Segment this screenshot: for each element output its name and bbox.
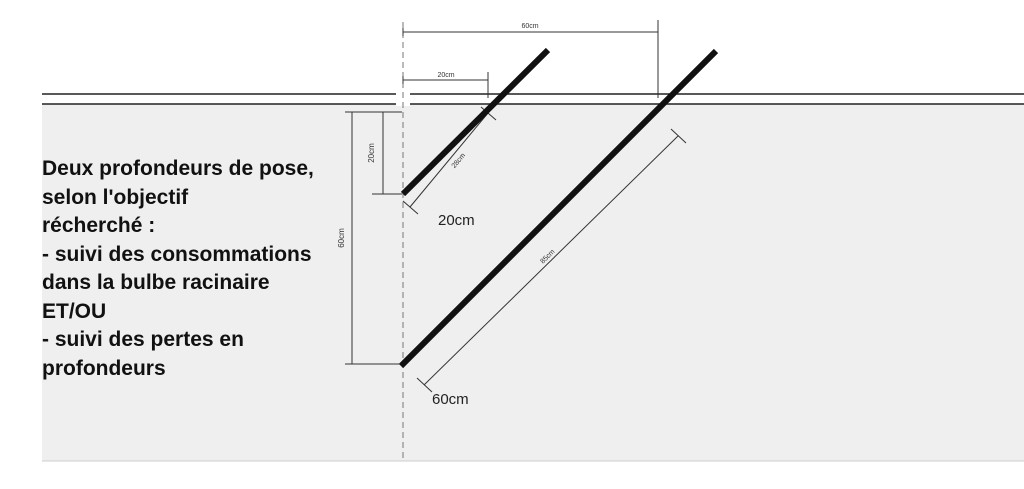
soil-area	[42, 104, 1024, 461]
description-line: - suivi des pertes en	[42, 328, 244, 351]
probe-short	[400, 47, 551, 197]
callout-deep-depth: 60cm	[432, 391, 469, 408]
dim-top-60-label: 60cm	[521, 23, 538, 30]
dim-top-60: 60cm	[402, 20, 659, 98]
description-line: profondeurs	[42, 356, 166, 380]
description-line: Deux profondeurs de pose,	[42, 157, 314, 180]
description-line: dans la bulbe racinaire	[42, 271, 270, 294]
dim-depth-20-label: 20cm	[367, 143, 376, 163]
dim-top-20: 20cm	[402, 72, 489, 98]
callout-shallow-depth: 20cm	[438, 212, 475, 229]
description-text: Deux profondeurs de pose, selon l'object…	[42, 155, 352, 383]
description-line: - suivi des consommations	[42, 242, 312, 266]
probe-long	[398, 48, 719, 369]
dim-depth-60: 60cm	[337, 111, 402, 365]
description-line: récherché :	[42, 214, 156, 237]
surface-gap	[396, 92, 410, 106]
dim-depth-60-label: 60cm	[337, 228, 346, 248]
dim-top-20-label: 20cm	[437, 72, 454, 79]
description-line: ET/OU	[42, 299, 107, 323]
description-line: selon l'objectif	[42, 185, 189, 209]
